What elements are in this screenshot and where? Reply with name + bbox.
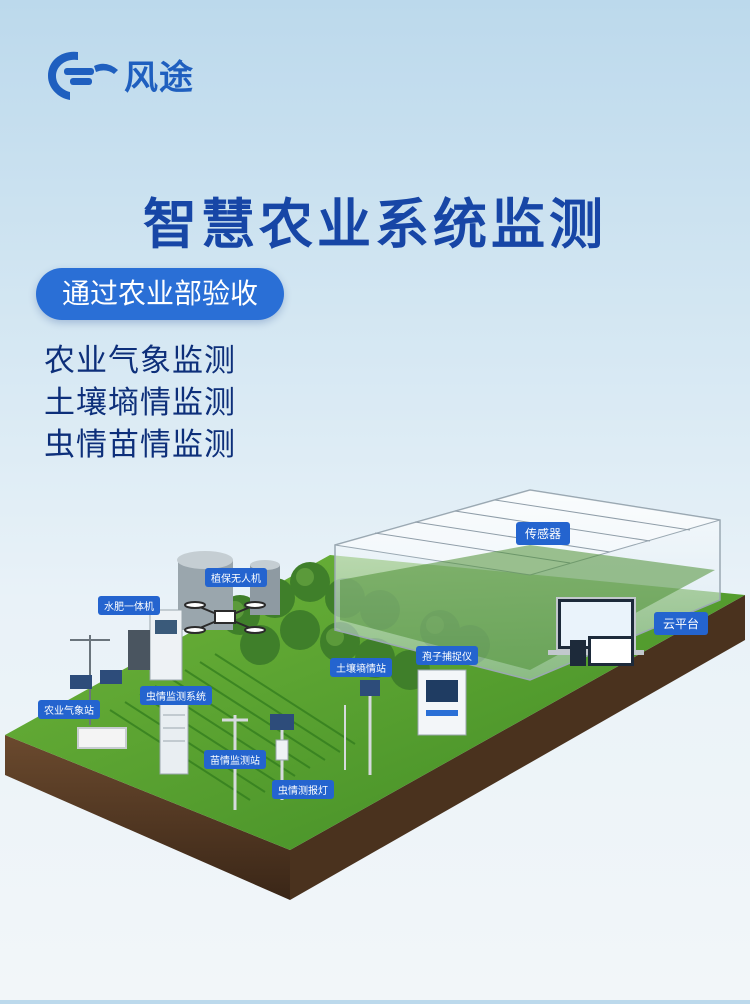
label-seedling-station: 苗情监测站	[204, 750, 266, 769]
soil-layer	[290, 595, 745, 900]
feature-item: 土壤墒情监测	[44, 385, 236, 421]
monitoring-devices	[548, 597, 644, 666]
spore-trap-device	[417, 669, 467, 736]
label-drone: 植保无人机	[205, 568, 267, 587]
label-spore-trap: 孢子捕捉仪	[416, 646, 478, 665]
label-soil-station: 土壤墒情站	[330, 658, 392, 677]
brand-logo: 风途	[40, 44, 194, 104]
label-sensor: 传感器	[516, 522, 571, 545]
farm-scene-graphic	[5, 489, 745, 900]
feature-item: 虫情苗情监测	[44, 427, 236, 463]
label-weather-station: 农业气象站	[38, 700, 100, 719]
drone	[184, 601, 266, 634]
label-cloud-platform: 云平台	[654, 612, 709, 635]
pest-monitor-cabinet	[159, 701, 189, 775]
feature-list: 农业气象监测 土壤墒情监测 虫情苗情监测	[44, 340, 236, 466]
brand-mark-icon	[48, 51, 118, 100]
brand-name: 风途	[124, 57, 194, 98]
certification-badge: 通过农业部验收	[36, 268, 285, 320]
pest-lamp	[270, 714, 294, 800]
label-fertigation: 水肥一体机	[98, 596, 160, 615]
fertigation-machine	[128, 609, 183, 681]
soil-layer	[5, 735, 290, 900]
feature-item: 农业气象监测	[44, 343, 236, 379]
farm-illustration: 传感器 云平台 植保无人机 水肥一体机 土壤墒情站 孢子捕捉仪 农业气象站 虫情…	[0, 470, 750, 1000]
page-title: 智慧农业系统监测	[143, 193, 607, 256]
label-pest-system: 虫情监测系统	[140, 686, 212, 705]
soil-station	[344, 680, 380, 775]
label-pest-lamp: 虫情测报灯	[272, 780, 334, 799]
